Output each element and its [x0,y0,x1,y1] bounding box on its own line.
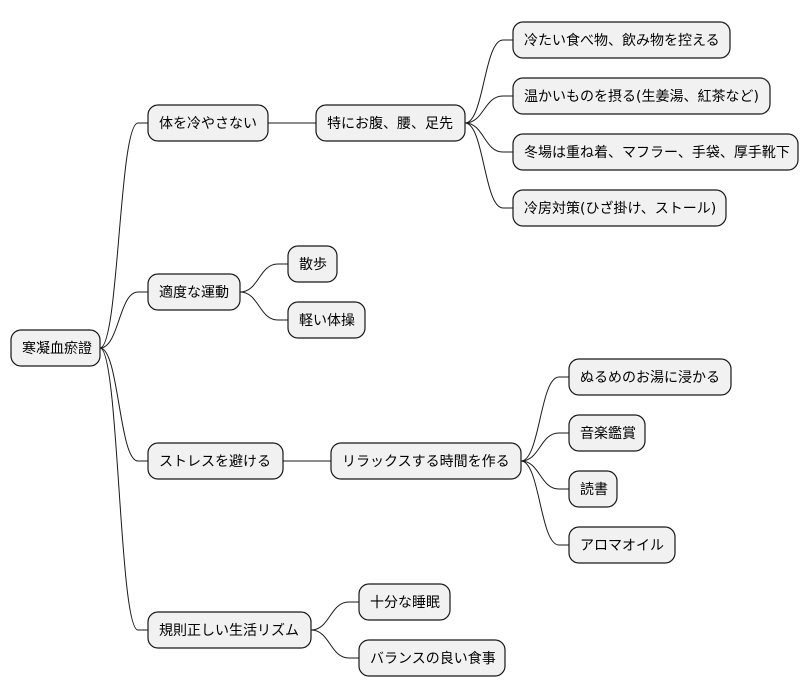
node-box [568,526,676,564]
edge-node-walk [239,263,288,293]
mindmap-edges [99,39,569,659]
node-keep-body-warm: 体を冷やさない [147,104,269,142]
node-box [568,414,646,452]
edge-node-aircon-measures [464,122,513,209]
node-box [330,442,522,480]
edge-node-enough-sleep [310,601,359,631]
node-box [512,189,727,227]
node-avoid-stress: ストレスを避ける [147,442,284,480]
node-lukewarm-bath: ぬるめのお湯に浸かる [568,358,732,396]
node-music: 音楽鑑賞 [568,414,646,452]
edge-node-aroma-oil [520,460,569,546]
node-box [512,21,731,59]
node-label: 十分な睡眠 [370,595,440,611]
edge-node-avoid-cold-food [464,39,513,124]
node-walk: 散歩 [287,245,338,283]
node-take-warm-things: 温かいものを摂る(生姜湯、紅茶など) [512,77,771,115]
node-box [568,470,618,508]
edge-node-take-warm-things [464,95,513,124]
edge-node-music [520,432,569,462]
node-box [358,583,451,621]
node-label: バランスの良い食事 [370,650,496,667]
edge-node-light-gymnastics [239,291,288,321]
node-box [315,104,466,142]
node-label: リラックスする時間を作る [342,454,510,470]
node-label: ストレスを避ける [159,454,271,470]
node-box [147,273,241,311]
edge-node-reading [520,460,569,490]
node-label: アロマオイル [580,538,664,554]
node-label: 体を冷やさない [159,116,257,132]
node-reading: 読書 [568,470,618,508]
node-enough-sleep: 十分な睡眠 [358,583,451,621]
node-light-gymnastics: 軽い体操 [287,301,366,339]
node-root: 寒凝血瘀證 [10,329,101,367]
edge-node-balanced-diet [310,629,359,659]
node-label: 散歩 [299,257,327,273]
node-belly-waist-toes: 特にお腹、腰、足先 [315,104,466,142]
node-moderate-exercise: 適度な運動 [147,273,241,311]
node-make-relax-time: リラックスする時間を作る [330,442,522,480]
node-label: 適度な運動 [159,284,229,301]
edge-node-keep-body-warm [99,122,148,349]
node-avoid-cold-food: 冷たい食べ物、飲み物を控える [512,21,731,59]
node-label: 冷たい食べ物、飲み物を控える [524,32,720,49]
node-box [568,358,732,396]
node-box [147,104,269,142]
node-box [10,329,101,367]
node-box [147,442,284,480]
node-balanced-diet: バランスの良い食事 [358,639,506,677]
node-label: 冬場は重ね着、マフラー、手袋、厚手靴下 [524,145,790,161]
node-label: 音楽鑑賞 [580,425,636,442]
node-regular-rhythm: 規則正しい生活リズム [147,611,312,649]
node-box [147,611,312,649]
node-winter-layering: 冬場は重ね着、マフラー、手袋、厚手靴下 [512,133,799,171]
edge-node-moderate-exercise [99,291,148,349]
node-label: 寒凝血瘀證 [22,340,92,357]
node-box [512,77,771,115]
edge-node-avoid-stress [99,347,148,462]
node-label: 軽い体操 [299,313,355,329]
node-label: 特にお腹、腰、足先 [327,115,453,132]
edge-node-regular-rhythm [99,347,148,631]
edge-node-winter-layering [464,122,513,153]
node-label: 冷房対策(ひざ掛け、ストール) [524,200,716,217]
node-box [358,639,506,677]
node-box [287,301,366,339]
node-label: ぬるめのお湯に浸かる [580,369,720,386]
node-box [287,245,338,283]
node-box [512,133,799,171]
edge-node-lukewarm-bath [520,376,569,462]
node-label: 読書 [580,481,608,498]
node-label: 規則正しい生活リズム [159,623,299,639]
node-aroma-oil: アロマオイル [568,526,676,564]
node-label: 温かいものを摂る(生姜湯、紅茶など) [524,88,759,105]
node-aircon-measures: 冷房対策(ひざ掛け、ストール) [512,189,727,227]
